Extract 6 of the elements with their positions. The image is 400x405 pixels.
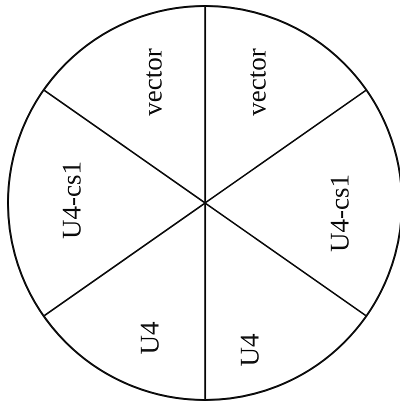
- sector-label: U4-cs1: [326, 174, 354, 252]
- sector-label: U4: [236, 334, 264, 366]
- sector-label: vector: [244, 48, 270, 116]
- sector-label: U4-cs1: [58, 161, 86, 239]
- sector-label: vector: [139, 48, 166, 116]
- sector-label: U4: [136, 322, 164, 354]
